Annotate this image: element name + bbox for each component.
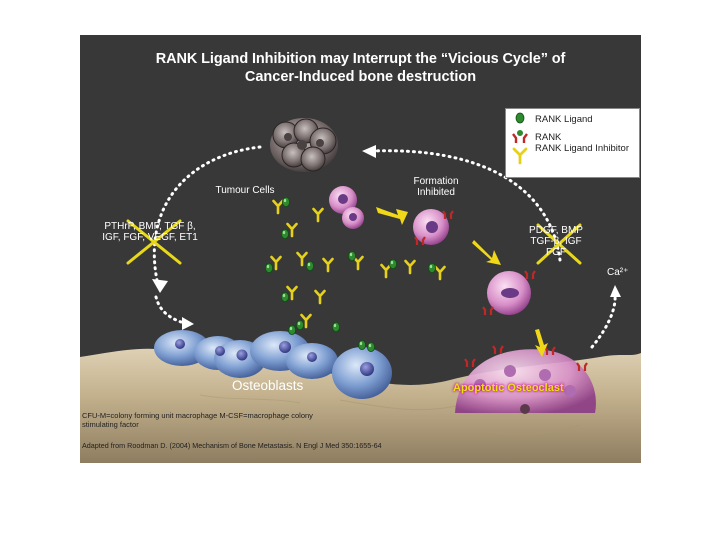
abbreviations-footnote: CFU-M=colony forming unit macrophage M-C… [82,411,322,429]
diagram-panel: RANK Ligand Inhibition may Interrupt the… [80,35,641,463]
apoptotic-osteoclast-label: Apoptotic Osteoclast [453,382,564,394]
legend-rank-ligand: RANK Ligand [535,114,593,125]
inhibitor-y-icon [514,149,526,163]
formation-inhibited-label: Formation Inhibited [398,176,474,198]
apoptotic-osteoclast-cell [455,346,596,414]
osteoblasts-label: Osteoblasts [232,378,303,393]
calcium-arrow [592,295,615,347]
title-line-1: RANK Ligand Inhibition may Interrupt the… [80,51,641,67]
growth-factors-left: PTHrP, BMP, TGF β, IGF, FGF, VEGF, ET1 [98,221,202,243]
rank-ligand-icon [516,113,524,123]
cycle-arrow-bottom-left [156,297,184,323]
rank-receptor-icon [513,130,527,143]
legend-rank: RANK [535,132,561,143]
tumour-cell-cluster [270,118,338,172]
osteoclast-precursor [329,186,535,315]
citation-footnote: Adapted from Roodman D. (2004) Mechanism… [82,441,482,450]
legend: RANK Ligand RANK RANK Ligand Inhibitor [505,108,640,178]
legend-icons [506,109,534,177]
growth-factors-right: PDGF, BMP TGF-β, IGF FGF [520,225,592,258]
cycle-arrow-left [154,147,260,285]
title-line-2: Cancer-Induced bone destruction [80,69,641,85]
tumour-cells-label: Tumour Cells [200,185,290,196]
calcium-label: Ca²⁺ [607,267,637,278]
legend-rank-ligand-inhibitor: RANK Ligand Inhibitor [535,143,635,154]
